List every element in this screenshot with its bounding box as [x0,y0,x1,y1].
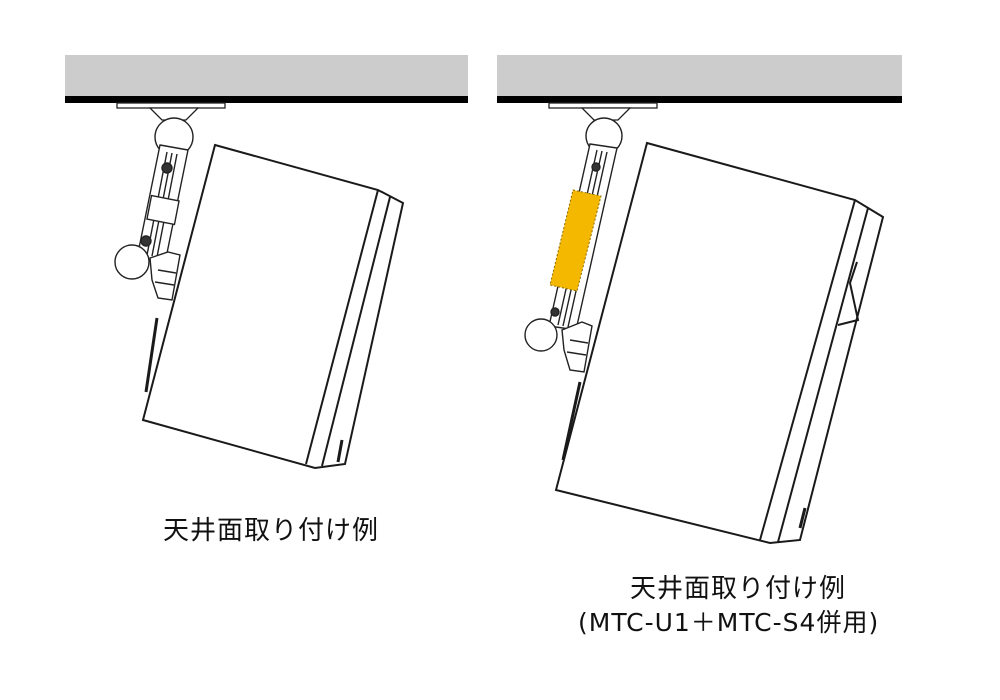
right-caption: 天井面取り付け例 (MTC-U1＋MTC-S4併用) [578,572,879,640]
mount-neck [148,107,200,121]
bracket-arm [114,117,194,301]
speaker-cabinet [554,141,885,545]
extension-pipe-highlight [549,189,602,292]
ceiling-slab [65,55,468,97]
right-caption-line1: 天井面取り付け例 [630,574,847,604]
right-caption-line2: (MTC-U1＋MTC-S4併用) [578,608,880,637]
ceiling-slab [497,55,902,97]
ceiling-surface-line [65,96,468,103]
mount-plate [548,102,658,109]
left-caption: 天井面取り付け例 [163,516,380,546]
right-panel [497,55,902,545]
mount-neck [580,107,632,121]
speaker-cabinet [141,143,405,470]
mount-plate [116,102,226,109]
left-panel [65,55,468,470]
ceiling-surface-line [497,96,902,103]
